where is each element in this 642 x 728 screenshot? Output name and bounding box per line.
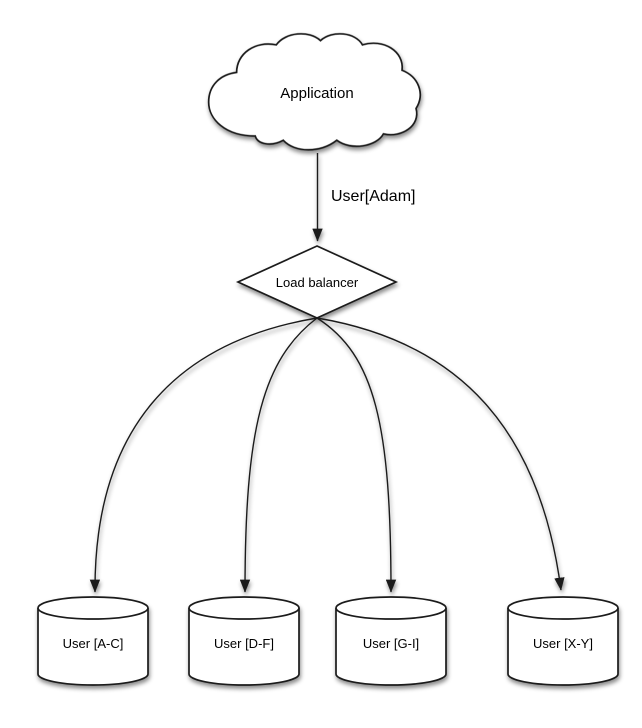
edge-balancer-to-shard-2	[239, 317, 318, 593]
application-label: Application	[280, 85, 353, 102]
shard-4-label: User [X-Y]	[533, 636, 593, 651]
shard-cylinder-2-body	[188, 608, 300, 686]
edge-user-adam-label: User[Adam]	[331, 188, 415, 205]
edge-balancer-to-shard-4	[316, 317, 565, 591]
application-cloud-shape	[209, 34, 421, 150]
shard-2-label: User [D-F]	[214, 636, 274, 651]
shard-cylinder-3-body	[335, 608, 447, 686]
shard-1-label: User [A-C]	[63, 636, 124, 651]
shard-cylinder-2	[188, 596, 300, 686]
edge-balancer-to-shard-3	[316, 317, 397, 593]
shard-cylinder-4	[507, 596, 619, 686]
shard-cylinder-4-body	[507, 608, 619, 686]
shapes-layer	[37, 34, 619, 686]
shard-cylinder-1	[37, 596, 149, 686]
labels-layer: Application User[Adam] Load balancer Use…	[63, 85, 593, 651]
shard-cylinder-1-body	[37, 608, 149, 686]
shard-cylinder-3-top	[335, 596, 447, 620]
shard-cylinder-1-top	[37, 596, 149, 620]
shard-cylinder-3	[335, 596, 447, 686]
shard-cylinder-4-top	[507, 596, 619, 620]
shard-cylinder-2-top	[188, 596, 300, 620]
shard-3-label: User [G-I]	[363, 636, 419, 651]
edge-balancer-to-shard-1	[89, 317, 318, 593]
load-balancer-label: Load balancer	[276, 275, 359, 290]
